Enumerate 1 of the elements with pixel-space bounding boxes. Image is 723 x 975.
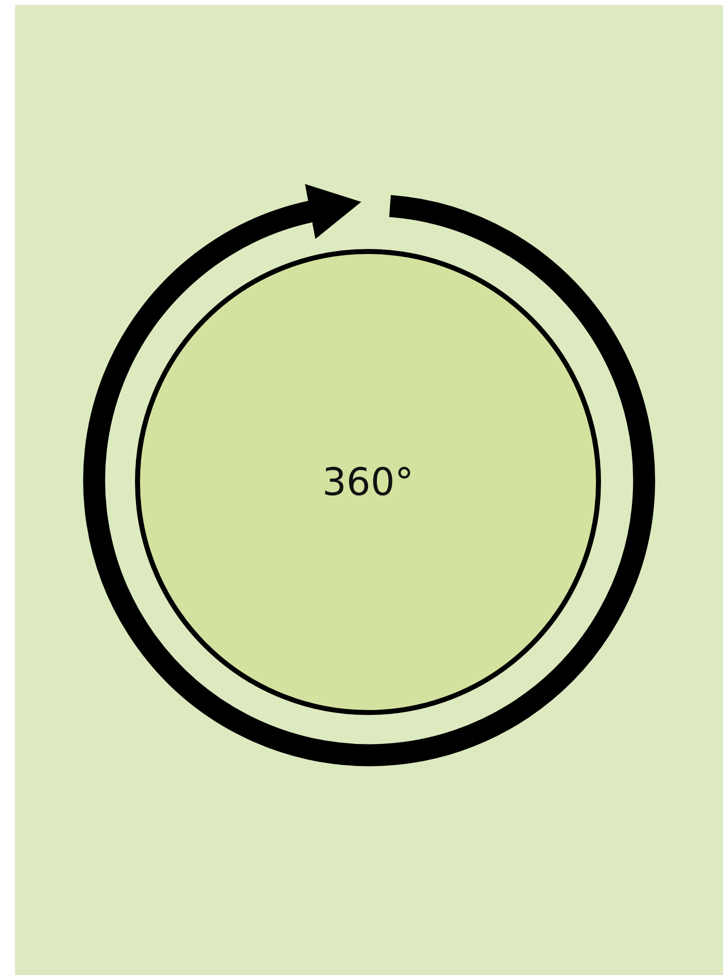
angle-label: 360° [322, 460, 414, 504]
